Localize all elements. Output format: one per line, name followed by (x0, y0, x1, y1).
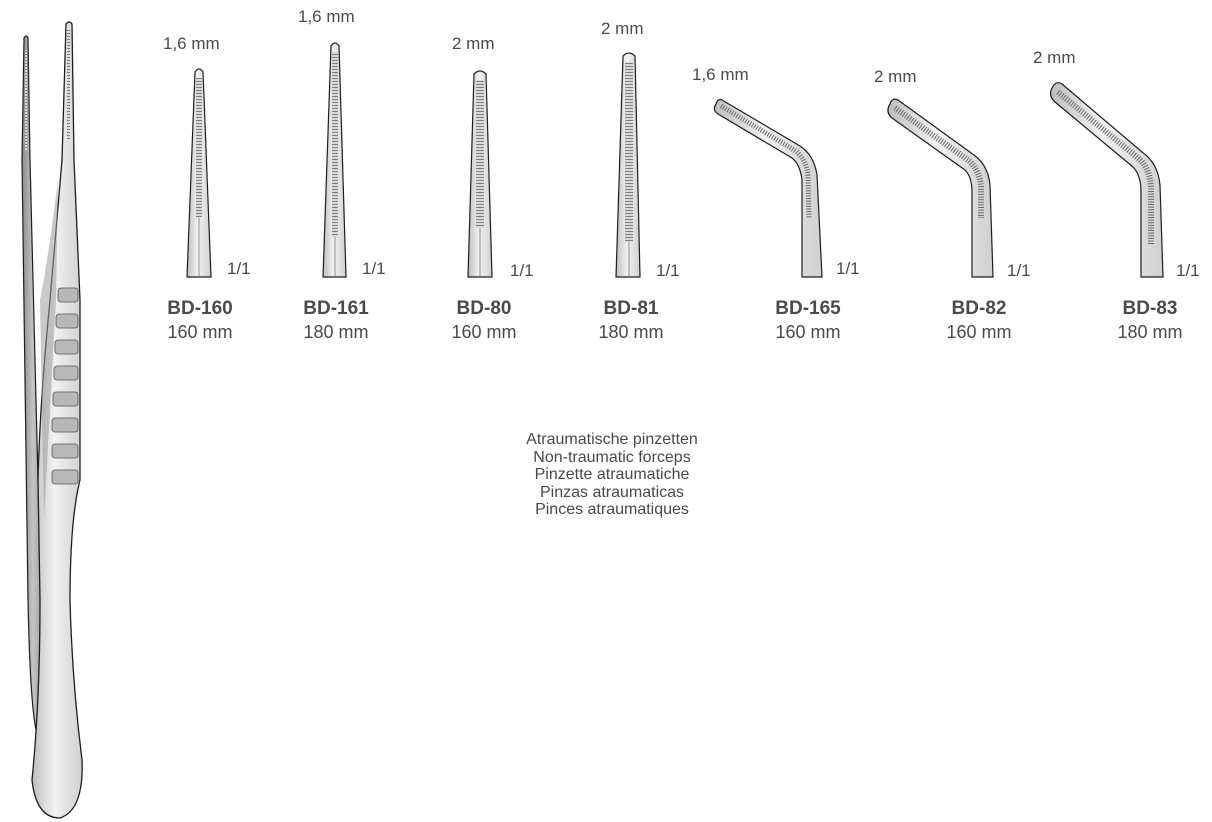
tip-drawing-bd-161 (322, 42, 347, 278)
product-length-bd-83: 180 mm (1117, 322, 1183, 342)
description-english: Non-traumatic forceps (533, 448, 691, 466)
tip-drawing-bd-80 (467, 70, 493, 278)
scale-bd-81: 1/1 (656, 261, 680, 280)
tip-drawing-bd-81 (615, 52, 641, 278)
tip-width-bd-80: 2 mm (452, 34, 495, 53)
product-length-bd-82: 160 mm (946, 322, 1012, 342)
product-code-bd-81: BD-81 (603, 298, 659, 319)
scale-bd-160: 1/1 (227, 259, 251, 278)
tip-width-bd-81: 2 mm (601, 19, 644, 38)
scale-bd-82: 1/1 (1007, 261, 1031, 280)
description-spanish: Pinzas atraumaticas (539, 483, 685, 501)
product-code-bd-83: BD-83 (1122, 298, 1178, 319)
tip-drawing-bd-82 (887, 98, 994, 278)
product-code-bd-161: BD-161 (303, 298, 369, 319)
tip-width-bd-165: 1,6 mm (692, 65, 749, 84)
product-length-bd-81: 180 mm (598, 322, 664, 342)
tip-width-bd-83: 2 mm (1033, 48, 1076, 67)
product-length-bd-161: 180 mm (303, 322, 369, 342)
product-length-bd-165: 160 mm (775, 322, 841, 342)
scale-bd-161: 1/1 (362, 259, 386, 278)
forceps-full-view-icon (21, 21, 83, 819)
tip-drawing-bd-83 (1049, 82, 1164, 278)
scale-bd-165: 1/1 (836, 259, 860, 278)
tip-drawing-bd-160 (186, 68, 212, 278)
description-french: Pinces atraumatiques (535, 501, 689, 518)
tip-drawing-bd-165 (713, 98, 823, 278)
description-dutch: Atraumatische pinzetten (526, 431, 698, 448)
product-length-bd-80: 160 mm (451, 322, 517, 342)
tip-width-bd-82: 2 mm (874, 67, 917, 86)
scale-bd-80: 1/1 (510, 261, 534, 280)
tip-width-bd-161: 1,6 mm (298, 7, 355, 26)
product-code-bd-160: BD-160 (167, 298, 233, 319)
product-code-bd-165: BD-165 (775, 298, 841, 319)
description-italian: Pinzette atraumatiche (534, 466, 690, 483)
product-description: Atraumatische pinzetten Non-traumatic fo… (462, 431, 762, 519)
tip-width-bd-160: 1,6 mm (163, 34, 220, 53)
product-code-bd-80: BD-80 (456, 298, 512, 319)
product-code-bd-82: BD-82 (951, 298, 1007, 319)
product-length-bd-160: 160 mm (167, 322, 233, 342)
scale-bd-83: 1/1 (1176, 261, 1200, 280)
